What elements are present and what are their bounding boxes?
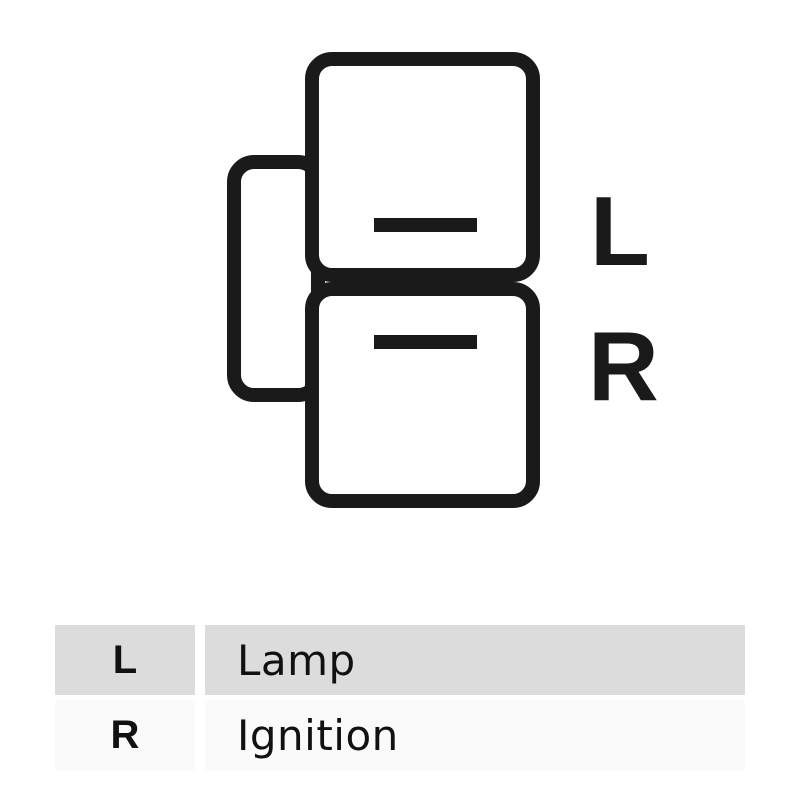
terminal-pin-l xyxy=(374,218,477,232)
legend-code: R xyxy=(55,700,195,770)
terminal-label-r: R xyxy=(588,311,659,421)
connector-side-tab xyxy=(227,155,325,402)
terminal-housing-top xyxy=(305,52,540,282)
terminal-housing-bottom xyxy=(305,282,540,508)
legend-row-lamp: L Lamp xyxy=(55,625,745,695)
terminal-pin-r xyxy=(374,335,477,349)
terminal-label-l: L xyxy=(590,176,650,286)
connector-plug-diagram: L R xyxy=(227,52,659,508)
legend-code: L xyxy=(55,625,195,695)
legend-description: Lamp xyxy=(205,625,745,695)
legend-row-ignition: R Ignition xyxy=(55,700,745,770)
legend-description: Ignition xyxy=(205,700,745,770)
